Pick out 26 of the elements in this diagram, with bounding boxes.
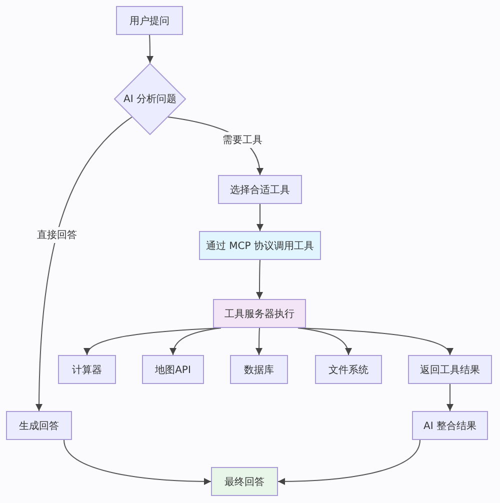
arrow [64, 440, 212, 485]
arrow [170, 328, 222, 356]
arrow [256, 260, 263, 300]
process-box: 生成回答 [6, 411, 72, 440]
edge-label: 需要工具 [220, 132, 264, 148]
process-box: 通过 MCP 协议调用工具 [199, 231, 321, 260]
arrow [298, 328, 352, 356]
arrow [256, 328, 262, 356]
process-box: 计算器 [58, 355, 116, 384]
arrow [256, 204, 264, 232]
process-box: 用户提问 [116, 6, 183, 35]
arrow [36, 116, 132, 412]
process-box: 文件系统 [315, 355, 382, 384]
decision-diamond: AI 分析问题 [114, 63, 186, 135]
edge-label: 直接回答 [34, 226, 79, 243]
arrow [278, 440, 420, 485]
arrow [298, 328, 452, 356]
process-box: 返回工具结果 [408, 355, 492, 384]
process-box: 最终回答 [211, 467, 278, 496]
process-box: 地图API [142, 355, 204, 384]
arrow [146, 34, 154, 64]
process-box: 选择合适工具 [218, 175, 302, 204]
process-box: 数据库 [230, 355, 288, 384]
process-box: 工具服务器执行 [213, 299, 306, 328]
process-box: AI 整合结果 [412, 411, 488, 440]
arrow [446, 384, 454, 412]
